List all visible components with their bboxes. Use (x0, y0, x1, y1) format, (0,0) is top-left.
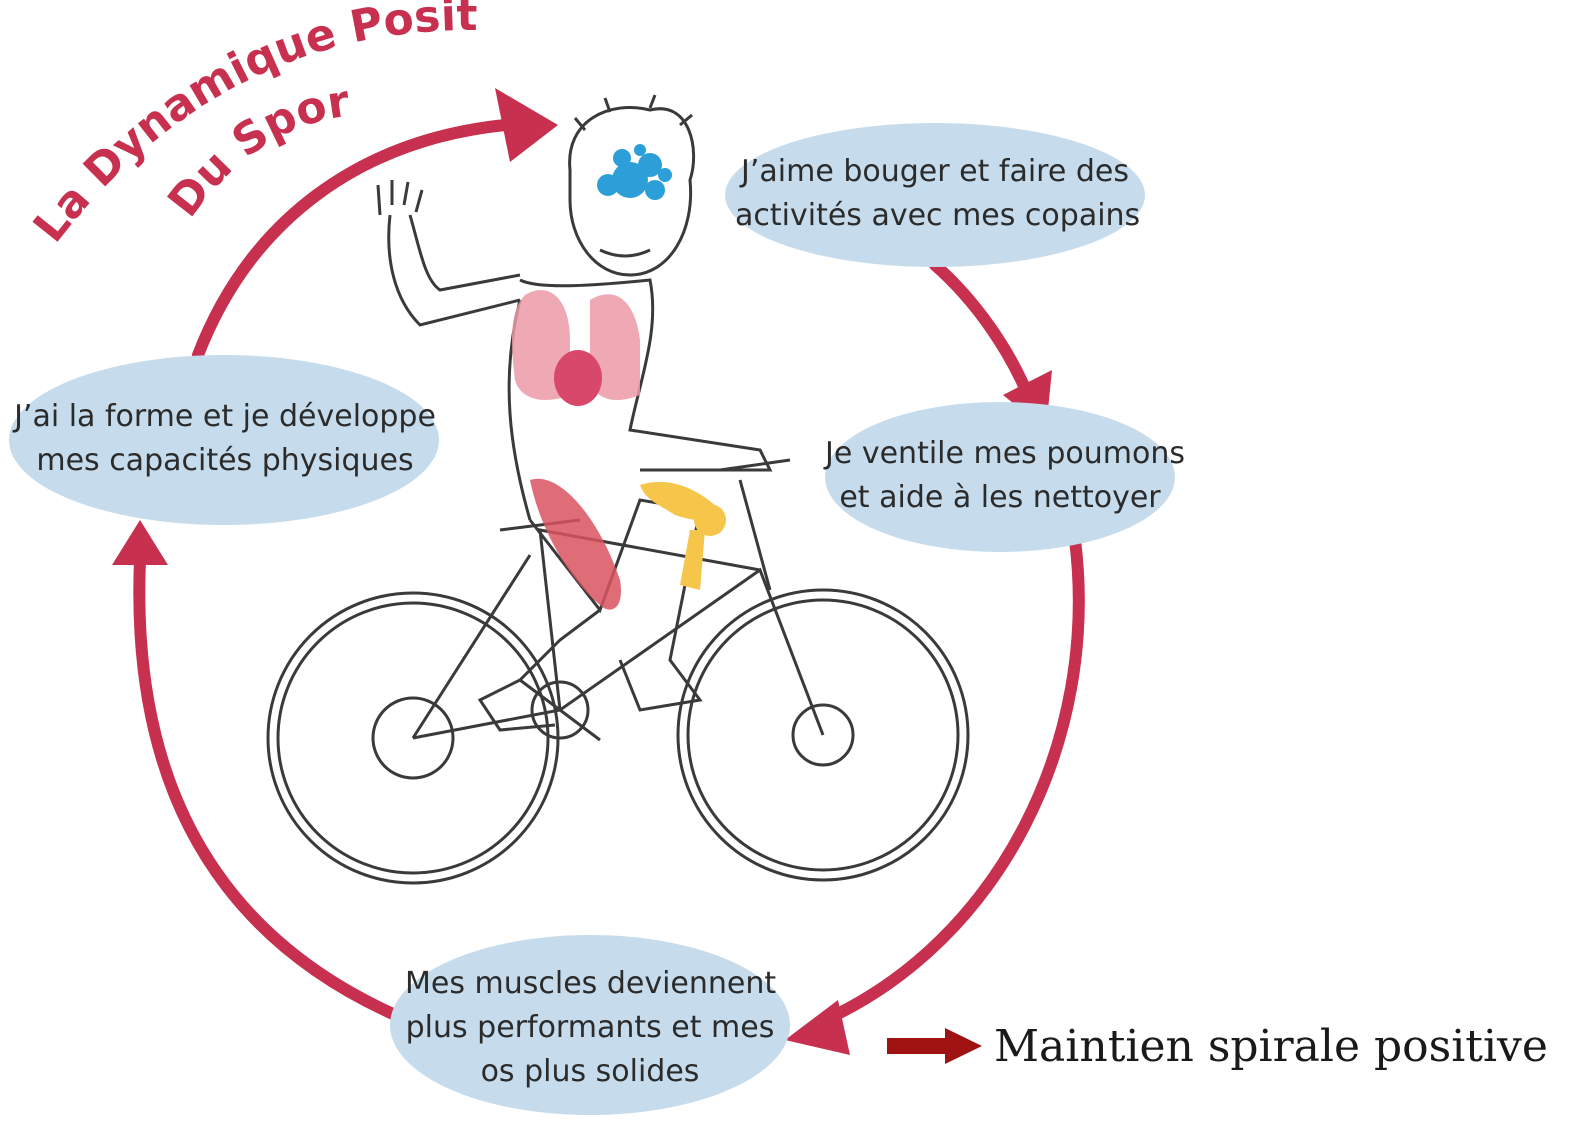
arrowhead-top (495, 88, 558, 162)
arrow-top-to-right (929, 259, 1036, 406)
thigh-muscle (530, 478, 621, 610)
bubble-bottom-line2: plus performants et mes (405, 1010, 775, 1045)
brain-bubbles (597, 144, 672, 200)
front-hub (791, 703, 855, 767)
arrowhead-left (112, 520, 168, 565)
knee-joint (640, 481, 726, 590)
bubble-bottom-line3: os plus solides (480, 1054, 700, 1089)
child-raised-arm (387, 214, 521, 327)
child-torso (519, 278, 773, 472)
child-head (568, 106, 696, 277)
bubble-bottom-line1: Mes muscles deviennent (405, 966, 777, 1001)
bubble-right-line2: et aide à les nettoyer (839, 480, 1161, 515)
bubble-right-line1: Je ventile mes poumons (825, 436, 1185, 471)
bubble-right-text: Je ventile mes poumons et aide à les net… (825, 432, 1185, 520)
arrow-bottom-to-left (133, 554, 399, 1020)
arrow-right-to-bottom (819, 534, 1085, 1026)
front-wheel (676, 588, 970, 882)
bubble-left-line2: mes capacités physiques (36, 443, 414, 478)
bubble-left-text: J’ai la forme et je développe mes capaci… (10, 395, 440, 483)
bubble-right (825, 402, 1175, 552)
lungs (512, 290, 640, 400)
legend-label: Maintien spirale positive (994, 1020, 1548, 1072)
bubble-top-right-line1: J’aime bouger et faire des (741, 154, 1129, 189)
bubble-top-right (725, 123, 1145, 267)
bubble-top-right-text: J’aime bouger et faire des activités ave… (735, 150, 1141, 238)
cycle-arrows (133, 119, 1085, 1026)
rear-hub (371, 696, 455, 780)
bicycle-illustration (266, 458, 970, 885)
organs (512, 144, 726, 610)
bubble-top-right-line2: activités avec mes copains (735, 198, 1141, 233)
bubble-left-line1: J’ai la forme et je développe (14, 399, 436, 434)
bubble-bottom (390, 935, 790, 1115)
pedal-crank (530, 680, 590, 740)
arrowhead-bottom (785, 1000, 850, 1055)
bubbles (9, 123, 1175, 1115)
legend-arrow-icon (887, 1028, 982, 1064)
child-hand (376, 180, 424, 216)
bubble-left (9, 355, 439, 525)
arrow-left-to-top (192, 119, 511, 361)
heart (554, 350, 602, 406)
legend: Maintien spirale positive (887, 1016, 1548, 1076)
bubble-bottom-text: Mes muscles deviennent plus performants … (405, 962, 777, 1094)
